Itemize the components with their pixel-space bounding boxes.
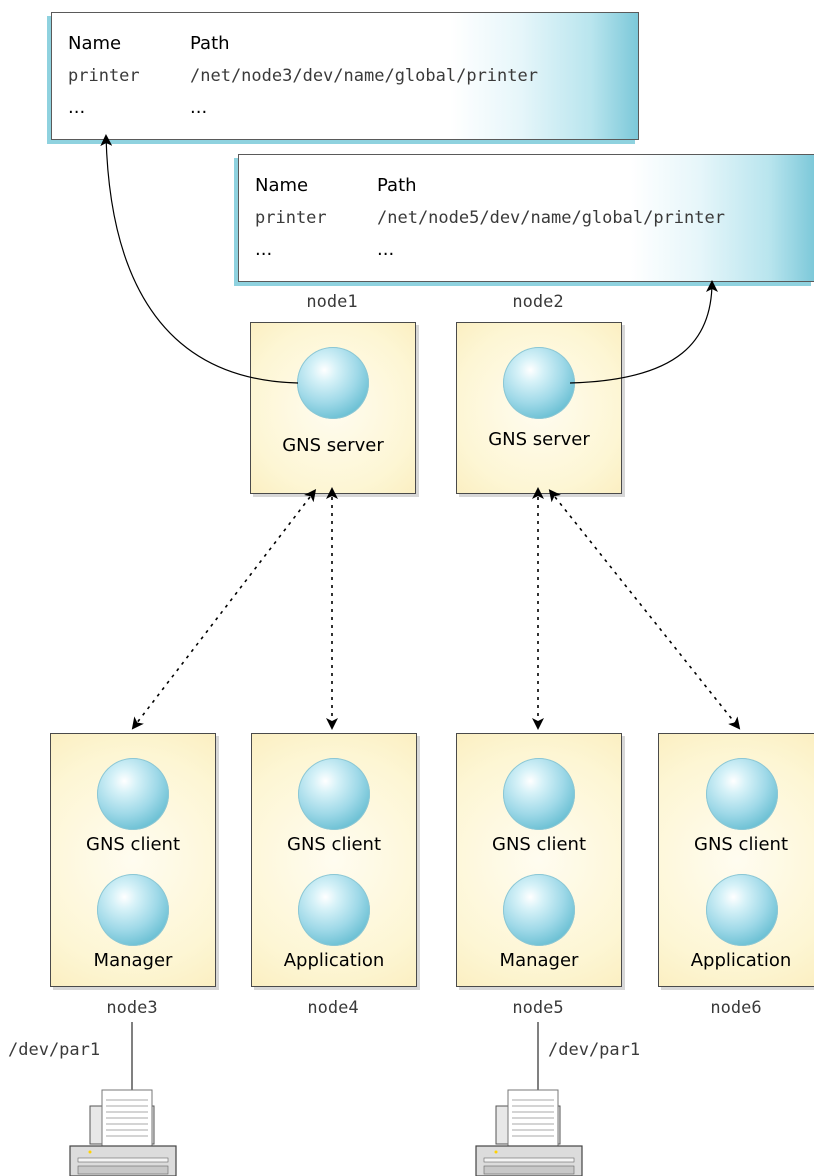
node2-node6-link bbox=[548, 489, 741, 730]
client-node-node6: GNS client Application bbox=[658, 733, 814, 987]
node-label-node2: node2 bbox=[512, 292, 564, 312]
gns-client-sphere bbox=[503, 758, 575, 830]
gns-client-label: GNS client bbox=[86, 834, 180, 855]
client-node-node5: GNS client Manager bbox=[456, 733, 622, 987]
table-ellipsis-path: ... bbox=[190, 97, 208, 118]
table-header-path: Path bbox=[190, 33, 230, 54]
node-label-node4: node4 bbox=[307, 998, 359, 1018]
client-node-node3: GNS client Manager bbox=[50, 733, 216, 987]
table-cell-path: /net/node5/dev/name/global/printer bbox=[377, 208, 725, 228]
gns-client-sphere bbox=[706, 758, 778, 830]
name-path-table-node1: Name Path printer /net/node3/dev/name/gl… bbox=[51, 12, 639, 140]
device-label-node3: /dev/par1 bbox=[8, 1040, 101, 1060]
gns-server-sphere bbox=[503, 347, 575, 419]
table-cell-name: printer bbox=[255, 208, 327, 228]
gns-client-sphere bbox=[298, 758, 370, 830]
node-label-node1: node1 bbox=[306, 292, 358, 312]
node-label-node5: node5 bbox=[512, 998, 564, 1018]
table-cell-name: printer bbox=[68, 66, 140, 86]
application-label: Application bbox=[690, 950, 792, 971]
table-header-path: Path bbox=[377, 175, 417, 196]
client-node-node4: GNS client Application bbox=[251, 733, 417, 987]
table-header-name: Name bbox=[68, 33, 122, 54]
manager-label: Manager bbox=[499, 950, 579, 971]
table-cell-path: /net/node3/dev/name/global/printer bbox=[190, 66, 538, 86]
device-label-node5: /dev/par1 bbox=[548, 1040, 641, 1060]
gns-client-label: GNS client bbox=[287, 834, 381, 855]
node1-node3-link bbox=[131, 489, 317, 730]
printer-icon bbox=[475, 1089, 583, 1176]
gns-server-sphere bbox=[297, 347, 369, 419]
gns-server-label: GNS server bbox=[282, 435, 384, 456]
manager-sphere bbox=[503, 874, 575, 946]
printer-icon bbox=[69, 1089, 177, 1176]
application-label: Application bbox=[283, 950, 385, 971]
table-header-name: Name bbox=[255, 175, 309, 196]
gns-server-label: GNS server bbox=[488, 429, 590, 450]
server-node-node2: GNS server bbox=[456, 322, 622, 494]
manager-sphere bbox=[97, 874, 169, 946]
manager-label: Manager bbox=[93, 950, 173, 971]
table-ellipsis-name: ... bbox=[68, 97, 86, 118]
server-node-node1: GNS server bbox=[250, 322, 416, 494]
node-label-node6: node6 bbox=[710, 998, 762, 1018]
node-label-node3: node3 bbox=[106, 998, 158, 1018]
table-ellipsis-name: ... bbox=[255, 239, 273, 260]
gns-client-label: GNS client bbox=[694, 834, 788, 855]
name-path-table-node2: Name Path printer /net/node5/dev/name/gl… bbox=[238, 154, 814, 282]
gns-client-sphere bbox=[97, 758, 169, 830]
application-sphere bbox=[298, 874, 370, 946]
application-sphere bbox=[706, 874, 778, 946]
table-ellipsis-path: ... bbox=[377, 239, 395, 260]
gns-client-label: GNS client bbox=[492, 834, 586, 855]
